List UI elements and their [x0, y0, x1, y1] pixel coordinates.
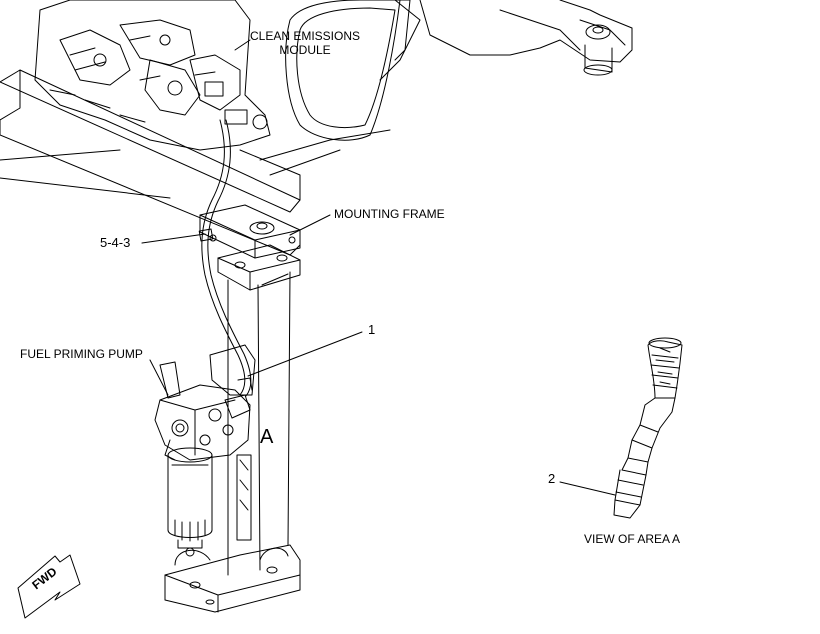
fuel-line — [198, 119, 252, 397]
leader-1 — [247, 331, 363, 377]
fuel-priming-pump — [154, 344, 256, 461]
label-fuel-priming-pump: FUEL PRIMING PUMP — [20, 347, 143, 361]
leader-clean-emissions — [234, 39, 251, 51]
callout-2: 2 — [548, 471, 556, 486]
callout-1: 1 — [368, 322, 376, 337]
mounting-frame — [164, 204, 301, 613]
engine-assembly — [34, 0, 271, 151]
leader-2 — [559, 481, 616, 496]
label-clean-emissions-line1: CLEAN EMISSIONS — [249, 29, 361, 43]
area-marker-a: A — [260, 426, 274, 448]
label-clean-emissions-module: CLEAN EMISSIONS MODULE — [245, 30, 365, 56]
area-a-detail — [613, 337, 683, 519]
clean-emissions-module — [285, 0, 411, 141]
label-clean-emissions-line2: MODULE — [279, 43, 331, 57]
callout-5-4-3: 5-4-3 — [100, 235, 131, 250]
leader-mounting-frame — [289, 214, 331, 236]
upper-bracket — [419, 0, 633, 76]
label-mounting-frame: MOUNTING FRAME — [334, 207, 445, 221]
chassis-rails — [0, 0, 421, 256]
fwd-arrow-icon — [17, 554, 81, 619]
fuel-filter — [167, 447, 213, 557]
leader-5-4-3 — [141, 233, 206, 244]
label-view-of-area-a: VIEW OF AREA A — [584, 532, 681, 546]
leader-lines — [141, 39, 616, 496]
leader-fuel-priming-pump — [149, 359, 169, 396]
